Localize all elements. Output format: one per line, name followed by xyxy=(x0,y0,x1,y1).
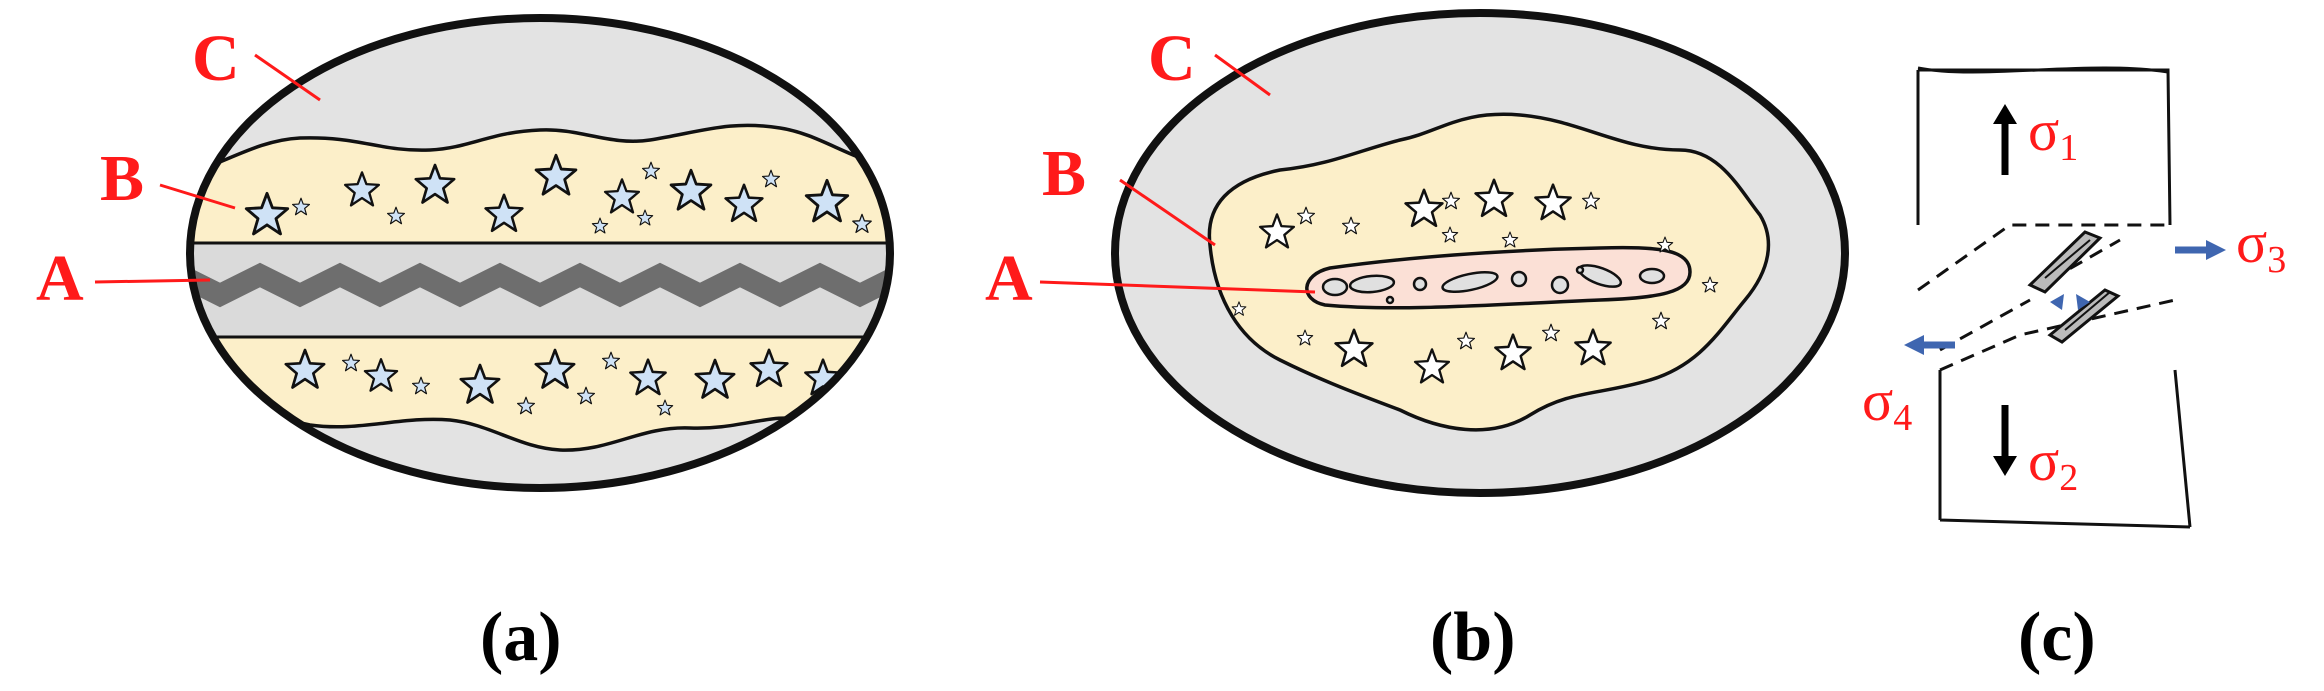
label-b-c: C xyxy=(1148,22,1196,95)
label-b-a: A xyxy=(985,242,1033,315)
caption-a: (a) xyxy=(480,599,562,676)
nugget-outline-a xyxy=(186,14,894,492)
shear-ligaments xyxy=(2027,230,2121,344)
shear-arrow-left xyxy=(2050,294,2064,310)
caption-c: (c) xyxy=(2018,599,2096,676)
label-sigma3: σ3 xyxy=(2236,210,2286,281)
label-sigma2: σ2 xyxy=(2028,428,2078,499)
caption-b: (b) xyxy=(1430,599,1516,676)
zone-b-lower xyxy=(190,333,890,452)
panel-b: C B A (b) xyxy=(985,9,1849,676)
label-a-b: B xyxy=(100,142,144,215)
label-b-b: B xyxy=(1042,137,1086,210)
label-sigma1: σ1 xyxy=(2028,98,2078,169)
panel-a: C B A (a) xyxy=(36,14,894,676)
panel-c: σ1 σ2 σ3 σ4 (c) xyxy=(1862,66,2286,676)
label-sigma4: σ4 xyxy=(1862,368,1912,439)
pores xyxy=(1321,264,1666,305)
zone-b-upper xyxy=(190,123,890,247)
label-a-c: C xyxy=(192,22,240,95)
zigzag-crack xyxy=(190,262,890,308)
shear-arrow-right xyxy=(2076,294,2090,310)
label-a-a: A xyxy=(36,242,84,315)
